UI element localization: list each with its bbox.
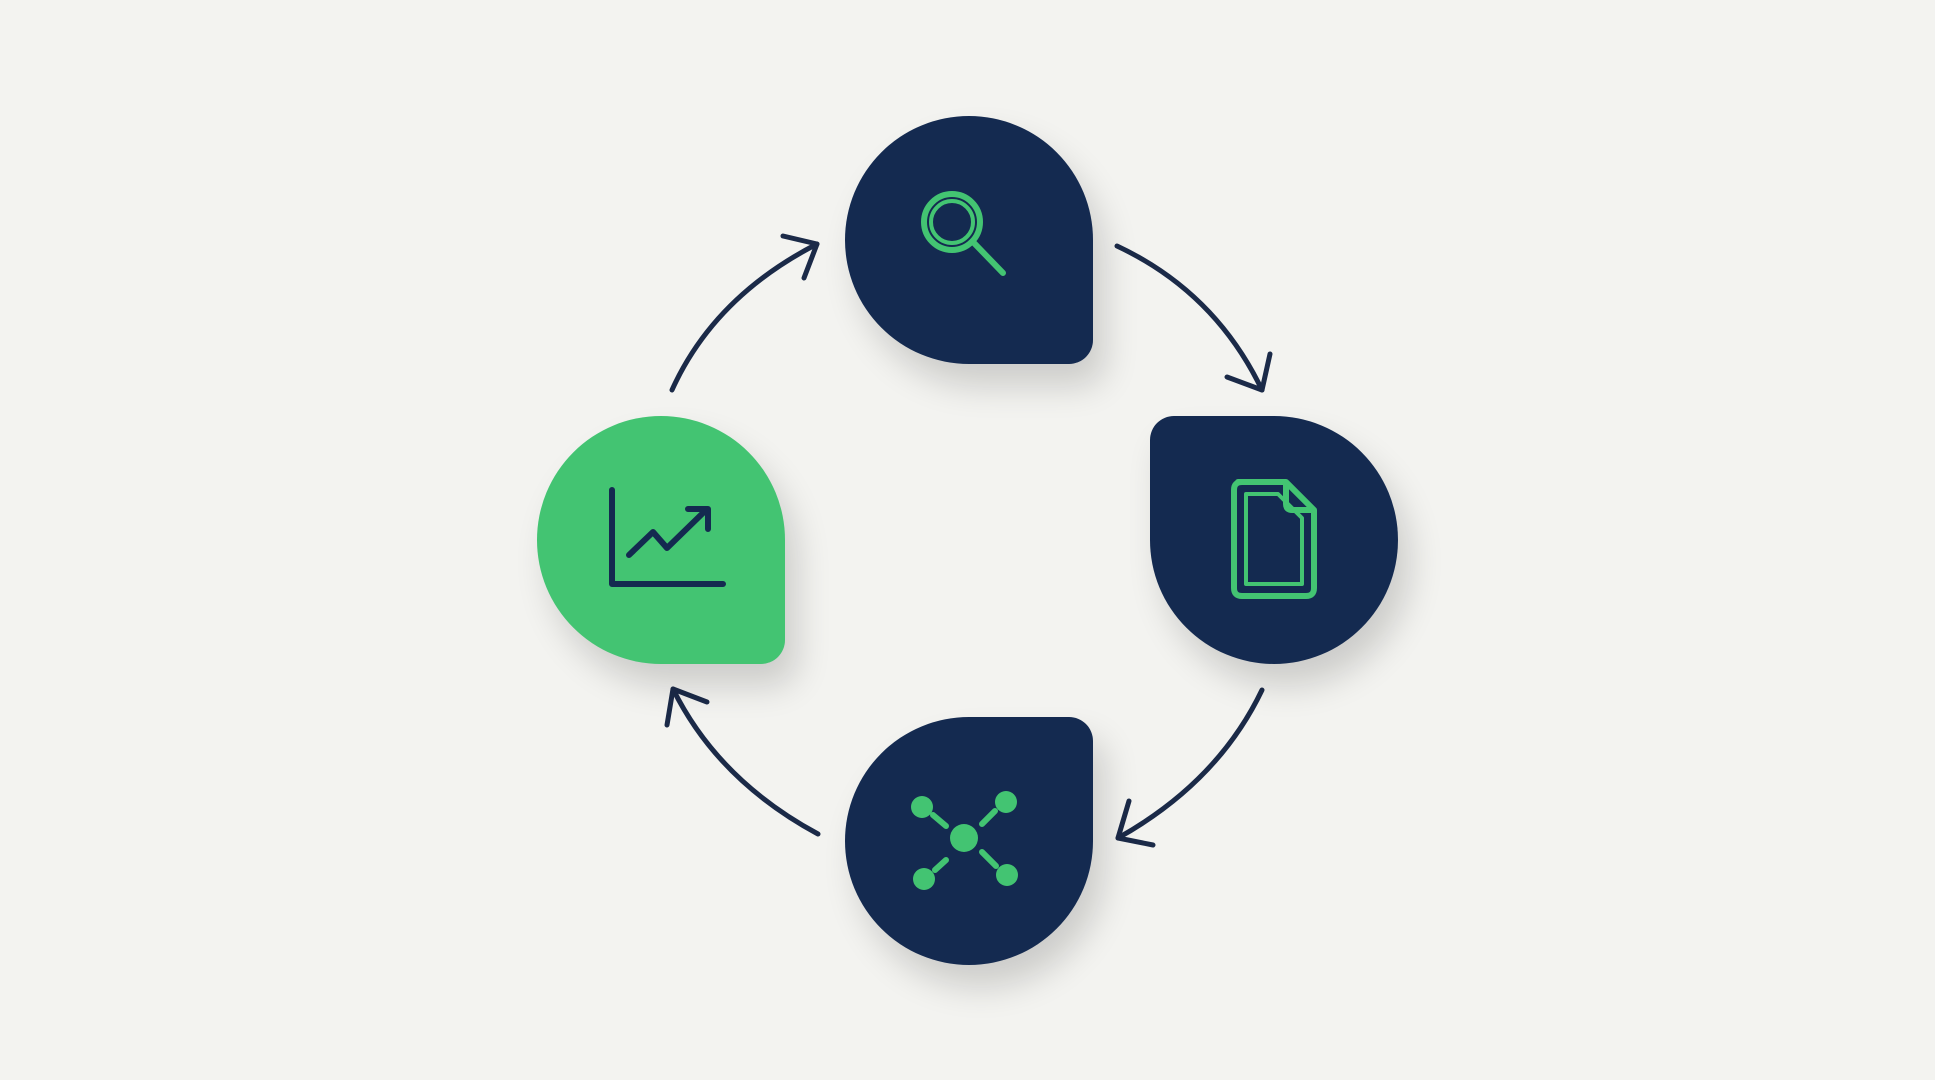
document-step-node xyxy=(1150,416,1398,664)
arrow-search-to-document xyxy=(1114,243,1273,393)
network-step-node xyxy=(845,717,1093,965)
network-hub-icon xyxy=(911,791,1018,890)
magnifier-icon xyxy=(921,191,1006,276)
search-step-node xyxy=(845,116,1093,364)
chart-step-node xyxy=(537,416,785,664)
document-icon xyxy=(1231,479,1317,599)
arrow-document-to-network xyxy=(1115,687,1265,848)
trend-chart-icon xyxy=(609,487,726,587)
arrow-network-to-chart xyxy=(664,686,821,837)
arrow-chart-to-search xyxy=(669,233,820,393)
